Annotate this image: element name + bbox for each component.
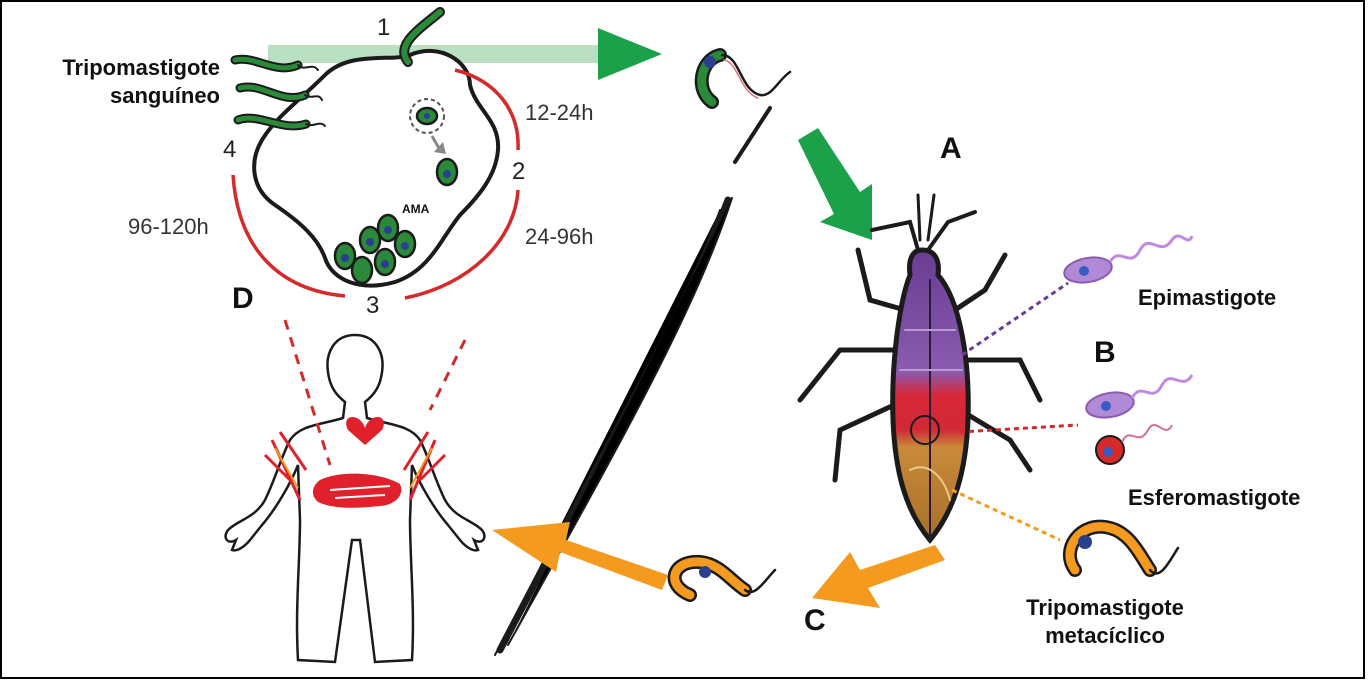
metacyclic-trypomastigote [1070, 527, 1178, 574]
human-organs [265, 417, 445, 508]
stage-1-label: 1 [377, 14, 390, 42]
stage-3-label: 3 [366, 292, 379, 320]
connectors [952, 283, 1078, 540]
bottom-trypomastigote [675, 562, 775, 595]
blood-trypomastigote-label: Tripomastigote sanguíneo [14, 54, 220, 110]
epimastigote-label: Epimastigote [1138, 284, 1276, 312]
stage-4-label: 4 [223, 136, 236, 164]
ingestion-arrow [798, 128, 872, 240]
letter-d: D [232, 282, 254, 316]
triatomine-bug [800, 195, 1040, 540]
letter-c: C [804, 604, 826, 638]
metacyclic-label-line2: metacíclico [995, 622, 1215, 650]
time-12-24h: 12-24h [525, 100, 594, 126]
time-96-120h: 96-120h [128, 214, 209, 240]
spheromastigote-cell [1096, 425, 1172, 464]
time-24-96h: 24-96h [525, 224, 594, 250]
blood-trypomastigote-line2: sanguíneo [14, 82, 220, 110]
infection-arrow [492, 522, 668, 590]
stage-2-label: 2 [512, 158, 525, 186]
letter-a: A [940, 132, 962, 166]
blood-trypomastigote-line1: Tripomastigote [14, 54, 220, 82]
excretion-arrow [812, 545, 945, 608]
metacyclic-trypomastigote-label: Tripomastigote metacíclico [995, 594, 1215, 650]
ama-label: AMA [402, 202, 429, 216]
metacyclic-label-line1: Tripomastigote [995, 594, 1215, 622]
epimastigote-cells [1062, 236, 1192, 421]
esferomastigote-label: Esferomastigote [1128, 484, 1300, 512]
top-trypomastigote [702, 55, 790, 102]
letter-b: B [1094, 336, 1116, 370]
